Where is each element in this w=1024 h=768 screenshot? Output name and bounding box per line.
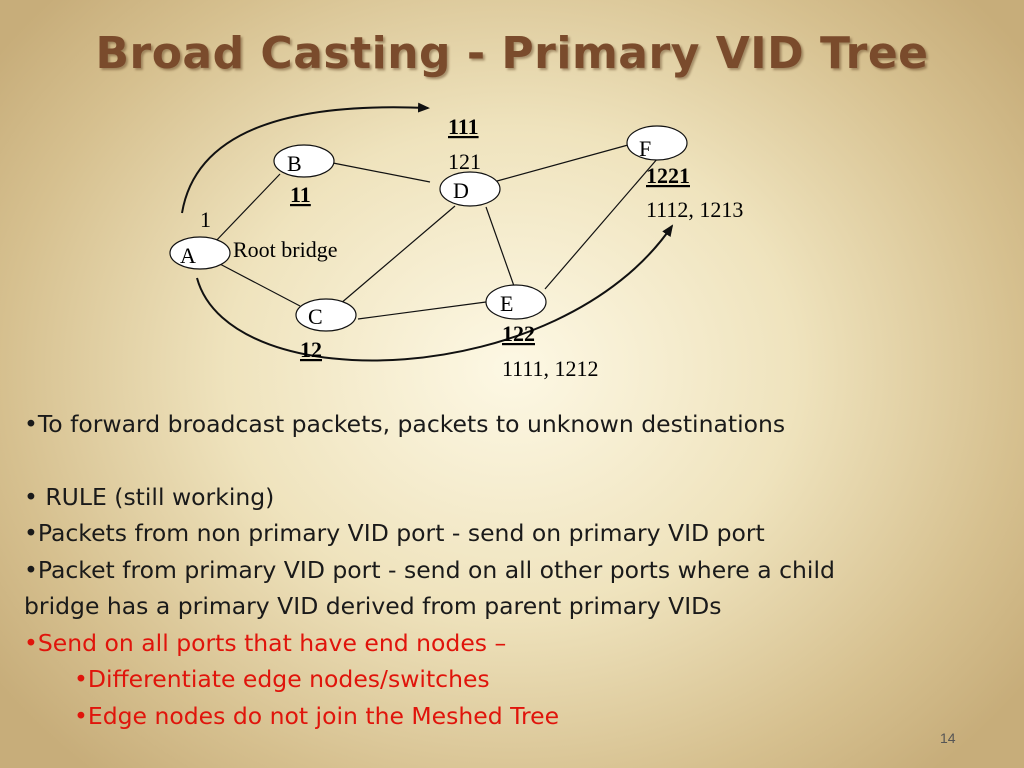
node-c-label: C <box>308 304 323 329</box>
broadcast-arrow-top <box>181 102 430 214</box>
network-links <box>213 144 659 320</box>
sub-bullet-item: •Edge nodes do not join the Meshed Tree <box>74 701 560 730</box>
link-d-c <box>339 205 456 305</box>
network-diagram: A B C D E F 1 Root bridge 11 12 111 121 … <box>169 102 743 381</box>
node-e <box>485 284 547 320</box>
root-bridge-label: Root bridge <box>233 237 338 262</box>
slide-title: Broad Casting - Primary VID Tree <box>95 28 929 79</box>
node-b <box>273 144 335 178</box>
root-vid: 1 <box>200 207 211 232</box>
bullet-item-continuation: bridge has a primary VID derived from pa… <box>24 592 722 620</box>
node-f <box>626 125 688 161</box>
vid-d-other: 121 <box>448 149 481 174</box>
bullet-item: •To forward broadcast packets, packets t… <box>24 410 786 438</box>
node-d-label: D <box>453 178 469 203</box>
vid-b-primary: 11 <box>290 182 311 207</box>
broadcast-arrow-bottom <box>196 224 674 362</box>
link-a-c <box>217 262 301 307</box>
bullet-list: •To forward broadcast packets, packets t… <box>24 406 984 734</box>
node-e-label: E <box>500 291 513 316</box>
vid-c-primary: 12 <box>300 337 322 362</box>
vid-e-primary: 122 <box>502 321 535 346</box>
node-a-label: A <box>180 243 196 268</box>
bullet-spacer <box>24 443 984 479</box>
node-b-label: B <box>287 151 302 176</box>
bullet-item-highlight: •Send on all ports that have end nodes – <box>24 628 507 657</box>
link-d-e <box>485 206 515 287</box>
bullet-item: • RULE (still working) <box>24 482 275 511</box>
link-b-d <box>332 162 431 183</box>
link-d-f <box>496 144 629 182</box>
page-number: 14 <box>940 730 956 746</box>
node-f-label: F <box>639 136 651 161</box>
node-a <box>169 236 231 270</box>
bullet-item: •Packet from primary VID port - send on … <box>24 555 835 584</box>
bullet-item: •Packets from non primary VID port - sen… <box>24 519 765 547</box>
link-a-b <box>213 173 281 244</box>
vid-d-primary: 111 <box>448 114 479 139</box>
link-c-e <box>357 301 487 320</box>
vid-f-other: 1112, 1213 <box>646 197 743 222</box>
sub-bullet-item: •Differentiate edge nodes/switches <box>74 665 490 693</box>
link-e-f <box>544 157 659 290</box>
vid-e-other: 1111, 1212 <box>502 356 599 381</box>
vid-f-primary: 1221 <box>646 163 690 188</box>
node-c <box>295 298 357 332</box>
node-d <box>439 171 501 207</box>
